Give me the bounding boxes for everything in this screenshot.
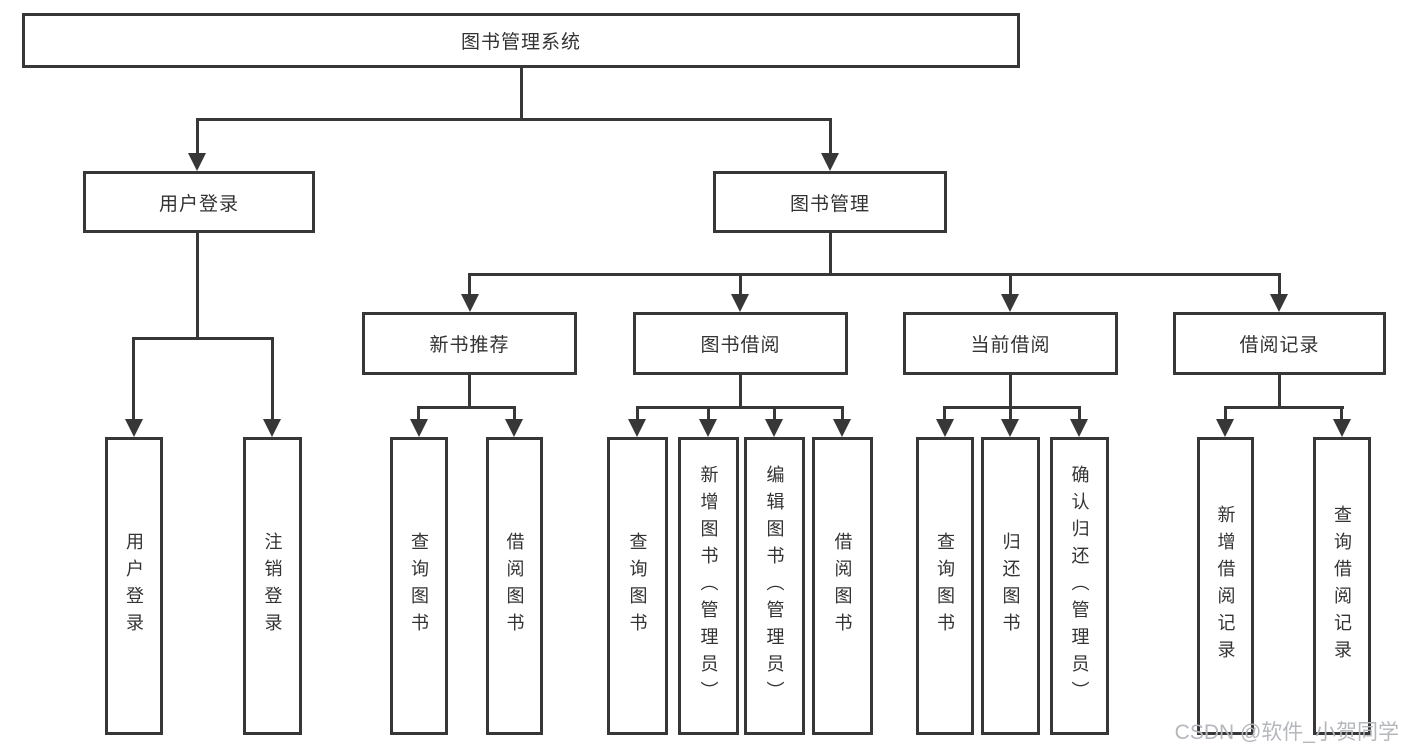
arrowhead-down <box>410 419 428 437</box>
connector-leaf-drop <box>271 337 274 421</box>
leaf-label: 注销登录 <box>262 532 283 640</box>
connector-root-hline <box>196 118 832 121</box>
connector-l4-hline <box>636 406 844 409</box>
arrowhead-down <box>188 153 206 171</box>
node-borrowing-records: 借阅记录 <box>1173 312 1386 375</box>
connector-l4-stem <box>1278 375 1281 408</box>
leaf-label: 借阅图书 <box>832 532 853 640</box>
connector-user-login-stem <box>196 233 199 337</box>
node-label: 图书管理系统 <box>460 32 581 53</box>
connector-leaf-drop <box>943 406 946 422</box>
connector-leaf-drop <box>841 406 844 422</box>
watermark: CSDN @软件_小贺同学 <box>1174 721 1399 744</box>
arrowhead-down <box>1216 419 1234 437</box>
connector-l4-hline <box>417 406 516 409</box>
connector-leaf-drop <box>417 406 420 422</box>
arrowhead-down <box>765 419 783 437</box>
connector-leaf-drop <box>1078 406 1081 422</box>
arrowhead-down <box>263 419 281 437</box>
connector-leaf-drop <box>1009 406 1012 422</box>
connector-l4-stem <box>468 375 471 408</box>
connector-user-login-drop <box>196 118 199 155</box>
node-label: 当前借阅 <box>970 335 1051 356</box>
arrowhead-down <box>821 153 839 171</box>
leaf-label: 借阅图书 <box>504 532 525 640</box>
leaf-label: 归还图书 <box>1000 532 1021 640</box>
connector-leaf-drop <box>1340 406 1343 422</box>
connector-user-login-hline <box>132 337 274 340</box>
leaf-query-books-current: 查询图书 <box>916 437 974 735</box>
connector-leaf-drop <box>132 337 135 421</box>
connector-l3-drop <box>739 273 742 297</box>
node-label: 用户登录 <box>158 193 239 215</box>
node-new-book-recommendation: 新书推荐 <box>362 312 577 375</box>
connector-l4-stem <box>1009 375 1012 408</box>
leaf-label: 确认归还（管理员） <box>1069 464 1090 708</box>
arrowhead-down <box>125 419 143 437</box>
arrowhead-down <box>1333 419 1351 437</box>
leaf-label: 用户登录 <box>124 532 144 640</box>
leaf-label: 查询图书 <box>935 532 955 640</box>
arrowhead-down <box>731 294 749 312</box>
leaf-return-books: 归还图书 <box>981 437 1040 735</box>
node-label: 借阅记录 <box>1239 335 1320 356</box>
arrowhead-down <box>1070 419 1088 437</box>
connector-book-mgmt-hline <box>468 273 1281 276</box>
connector-leaf-drop <box>707 406 710 422</box>
leaf-label: 查询图书 <box>409 532 429 640</box>
connector-book-mgmt-stem <box>829 233 832 273</box>
node-user-login: 用户登录 <box>83 171 315 233</box>
arrowhead-down <box>505 419 523 437</box>
node-library-management-system: 图书管理系统 <box>22 13 1020 68</box>
leaf-borrow-books-borrowing: 借阅图书 <box>812 437 873 735</box>
arrowhead-down <box>628 419 646 437</box>
connector-root-stem <box>520 67 523 118</box>
arrowhead-down <box>936 419 954 437</box>
leaf-borrow-books-recommend: 借阅图书 <box>486 437 543 735</box>
leaf-user-login: 用户登录 <box>105 437 163 735</box>
arrowhead-down <box>833 419 851 437</box>
arrowhead-down <box>699 419 717 437</box>
node-book-management: 图书管理 <box>713 171 947 233</box>
leaf-query-borrow-record: 查询借阅记录 <box>1313 437 1371 735</box>
leaf-add-book-admin: 新增图书（管理员） <box>678 437 739 735</box>
connector-l4-stem <box>739 375 742 408</box>
leaf-query-books-recommend: 查询图书 <box>390 437 448 735</box>
node-label: 新书推荐 <box>429 335 510 356</box>
leaf-query-books-borrowing: 查询图书 <box>607 437 668 735</box>
connector-leaf-drop <box>773 406 776 422</box>
connector-l3-drop <box>1009 273 1012 297</box>
leaf-logout: 注销登录 <box>243 437 302 735</box>
node-label: 图书借阅 <box>700 335 781 356</box>
node-current-borrowing: 当前借阅 <box>903 312 1118 375</box>
leaf-edit-book-admin: 编辑图书（管理员） <box>744 437 805 735</box>
connector-leaf-drop <box>513 406 516 422</box>
leaf-add-borrow-record: 新增借阅记录 <box>1197 437 1254 735</box>
connector-leaf-drop <box>636 406 639 422</box>
node-label: 图书管理 <box>789 193 870 215</box>
connector-l4-hline <box>943 406 1081 409</box>
leaf-label: 查询图书 <box>627 532 648 640</box>
connector-leaf-drop <box>1224 406 1227 422</box>
connector-book-mgmt-drop <box>829 118 832 155</box>
leaf-label: 编辑图书（管理员） <box>764 464 785 708</box>
leaf-label: 新增借阅记录 <box>1215 505 1236 667</box>
node-book-borrowing: 图书借阅 <box>633 312 848 375</box>
connector-l4-hline <box>1224 406 1344 409</box>
arrowhead-down <box>1270 294 1288 312</box>
connector-l3-drop <box>1278 273 1281 297</box>
leaf-confirm-return-admin: 确认归还（管理员） <box>1050 437 1109 735</box>
connector-l3-drop <box>468 273 471 297</box>
leaf-label: 新增图书（管理员） <box>698 464 719 708</box>
arrowhead-down <box>461 294 479 312</box>
leaf-label: 查询借阅记录 <box>1332 505 1352 667</box>
arrowhead-down <box>1001 294 1019 312</box>
arrowhead-down <box>1001 419 1019 437</box>
